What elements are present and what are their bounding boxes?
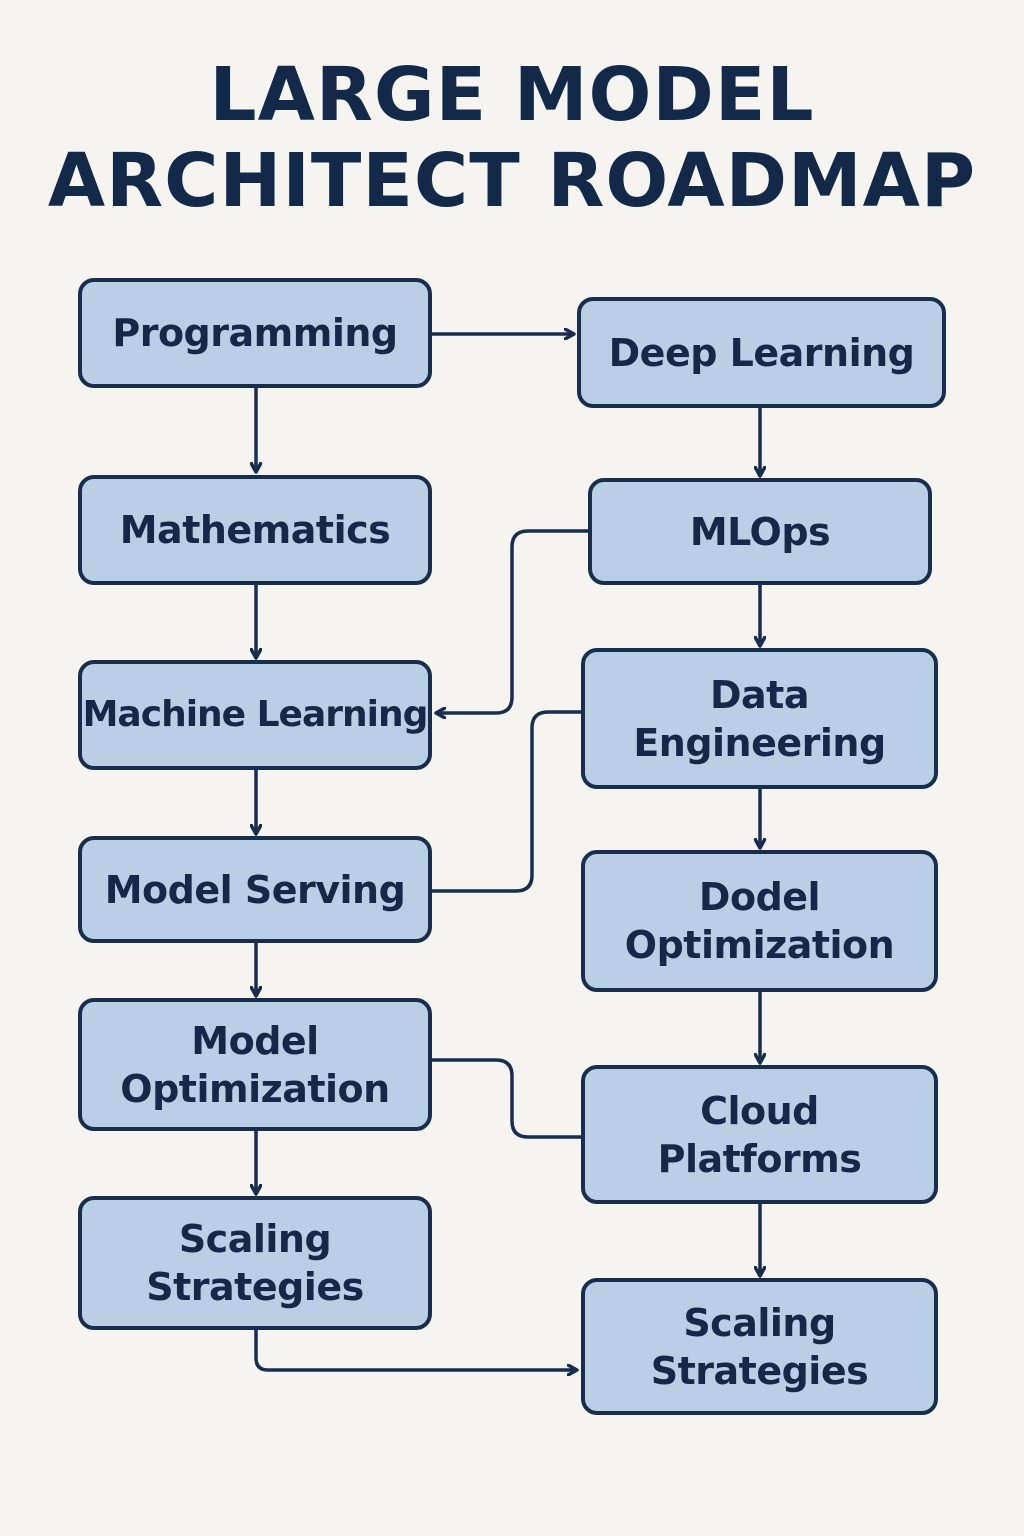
title-line-1: LARGE MODEL — [209, 52, 815, 138]
node-dodel-optimization-label: Dodel Optimization — [624, 875, 895, 967]
node-model-optimization[interactable]: Model Optimization — [78, 998, 432, 1131]
node-model-optimization-label: Model Optimization — [120, 1018, 390, 1111]
node-deep-learning[interactable]: Deep Learning — [577, 297, 946, 408]
node-scaling-strategies-left[interactable]: Scaling Strategies — [78, 1196, 432, 1330]
node-cloud-platforms[interactable]: Cloud Platforms — [581, 1065, 938, 1204]
arrow-mlops-to-machine-learning — [436, 529, 588, 713]
node-mlops[interactable]: MLOps — [588, 478, 932, 585]
page-title: LARGE MODEL ARCHITECT ROADMAP — [0, 52, 1024, 224]
node-mathematics-label: Mathematics — [119, 508, 391, 552]
node-scaling-strategies-right[interactable]: Scaling Strategies — [581, 1278, 938, 1415]
node-mlops-label: MLOps — [689, 509, 831, 554]
node-model-serving[interactable]: Model Serving — [78, 836, 432, 943]
connector-data-engineering-to-model-serving — [432, 710, 581, 893]
node-data-engineering[interactable]: Data Engineering — [581, 648, 938, 789]
node-data-engineering-label: Data Engineering — [633, 672, 886, 765]
node-cloud-platforms-label: Cloud Platforms — [657, 1088, 862, 1181]
node-scaling-strategies-right-label: Scaling Strategies — [650, 1300, 869, 1393]
node-machine-learning[interactable]: Machine Learning — [78, 660, 432, 770]
title-line-2: ARCHITECT ROADMAP — [47, 138, 977, 224]
node-mathematics[interactable]: Mathematics — [78, 475, 432, 585]
node-machine-learning-label: Machine Learning — [82, 694, 429, 735]
node-programming[interactable]: Programming — [78, 278, 432, 388]
node-deep-learning-label: Deep Learning — [608, 330, 915, 375]
node-model-serving-label: Model Serving — [104, 867, 406, 912]
node-programming-label: Programming — [112, 311, 398, 355]
node-scaling-strategies-left-label: Scaling Strategies — [146, 1217, 364, 1309]
connector-model-optimization-to-cloud-platforms — [432, 1058, 581, 1139]
node-dodel-optimization[interactable]: Dodel Optimization — [581, 850, 938, 992]
arrow-scaling-left-to-scaling-right — [254, 1330, 577, 1370]
